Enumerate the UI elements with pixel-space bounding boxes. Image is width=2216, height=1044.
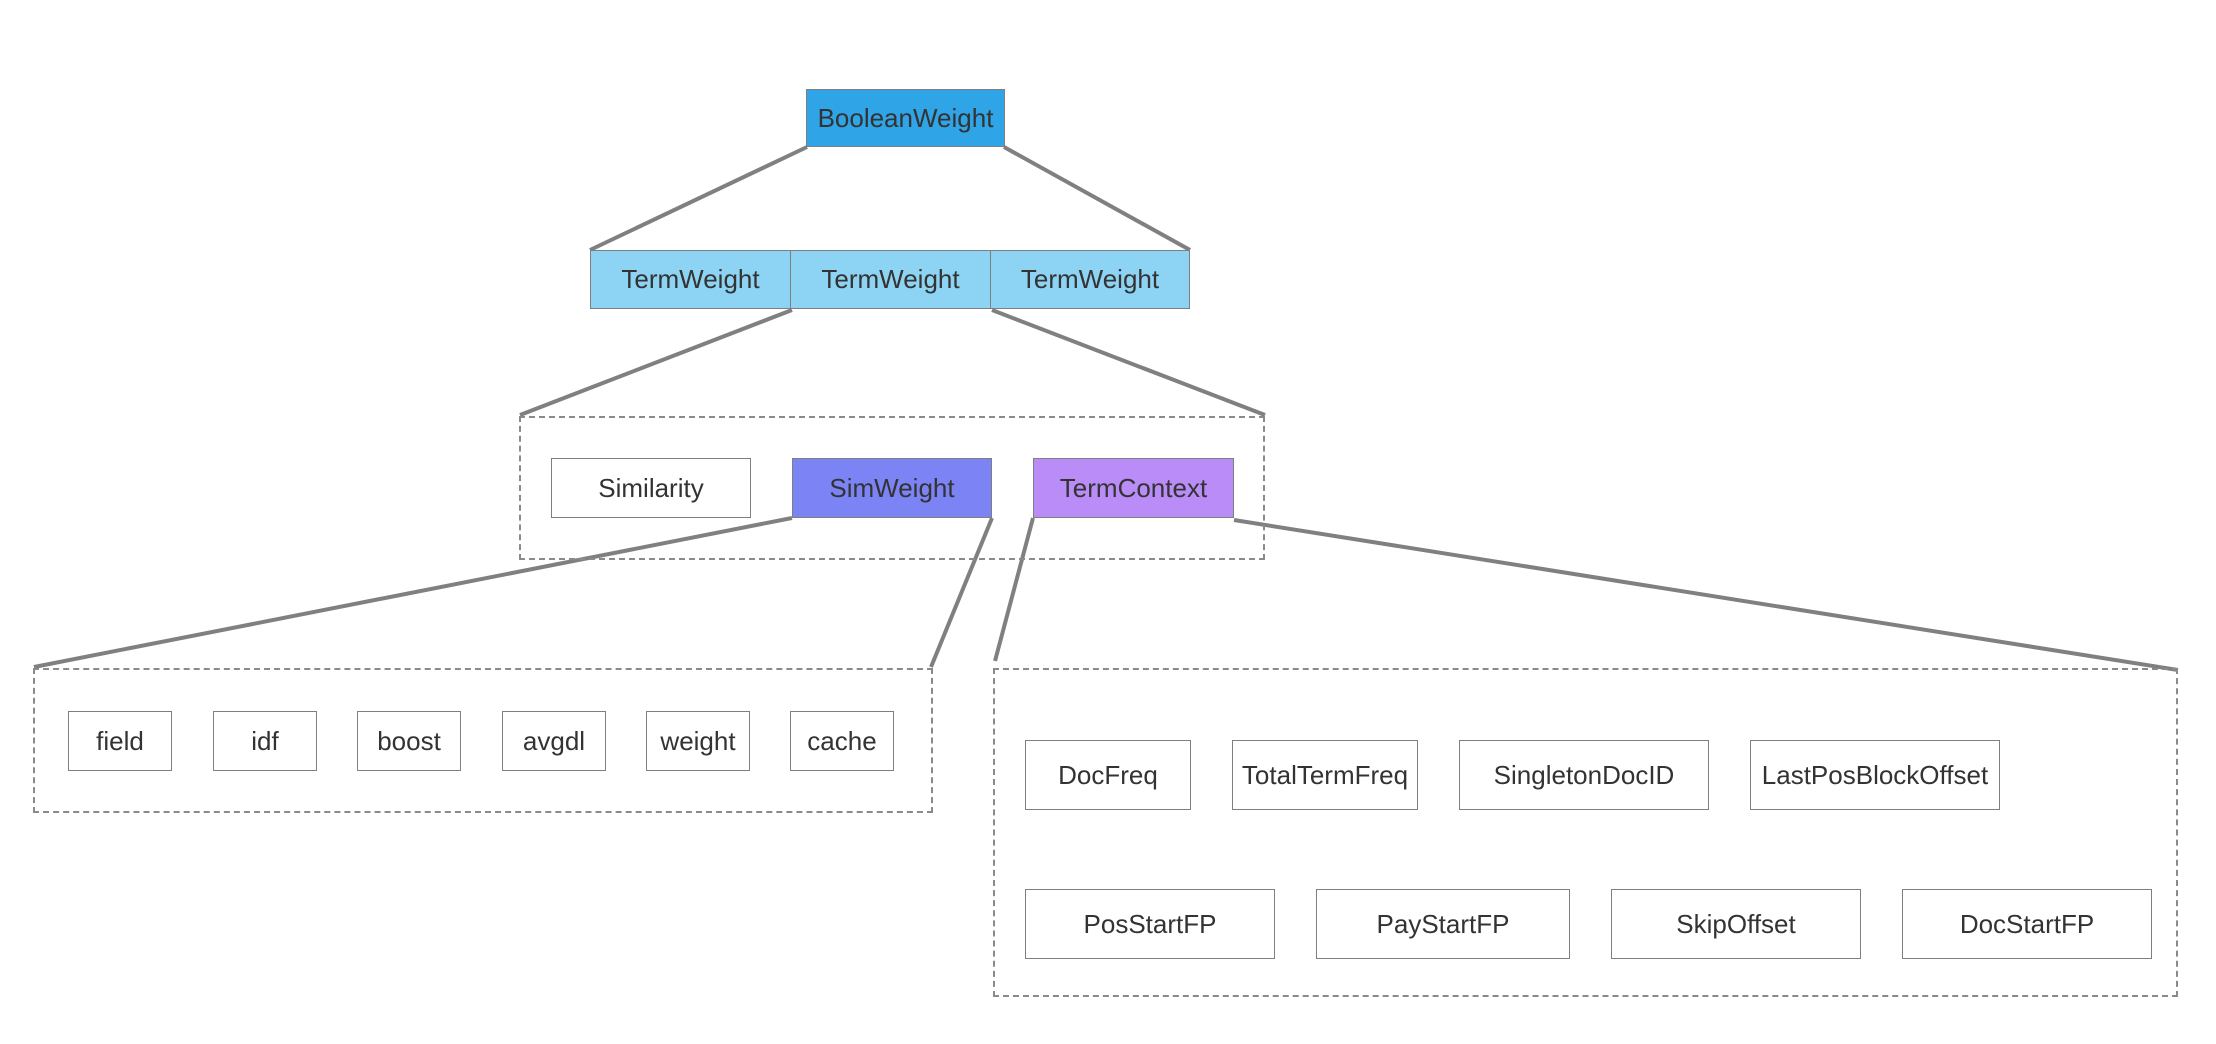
cache-node: cache	[790, 711, 894, 771]
field-node: field	[68, 711, 172, 771]
idf-node: idf	[213, 711, 317, 771]
connector-termweight-right	[991, 308, 1266, 417]
sim-weight-node: SimWeight	[792, 458, 992, 518]
boolean-weight-node: BooleanWeight	[806, 89, 1005, 147]
boost-node: boost	[357, 711, 461, 771]
term-context-node: TermContext	[1033, 458, 1234, 518]
term-weight-parts-group	[519, 416, 1265, 560]
term-weight-node-2: TermWeight	[790, 250, 991, 309]
avgdl-node: avgdl	[502, 711, 606, 771]
connector-simweight-left	[33, 516, 793, 669]
connector-simweight-right	[929, 517, 994, 668]
connector-root-left	[589, 145, 808, 252]
connector-termcontext-left	[993, 517, 1035, 662]
term-weight-node-1: TermWeight	[590, 250, 791, 309]
term-weight-node-3: TermWeight	[990, 250, 1190, 309]
connector-termcontext-right	[1233, 518, 2179, 672]
similarity-node: Similarity	[551, 458, 751, 518]
sim-weight-fields-group	[33, 668, 933, 813]
skip-offset-node: SkipOffset	[1611, 889, 1861, 959]
last-pos-block-offset-node: LastPosBlockOffset	[1750, 740, 2000, 810]
weight-node: weight	[646, 711, 750, 771]
connector-termweight-left	[519, 308, 793, 417]
singleton-doc-id-node: SingletonDocID	[1459, 740, 1709, 810]
connector-root-right	[1003, 145, 1191, 252]
pay-start-fp-node: PayStartFP	[1316, 889, 1570, 959]
doc-freq-node: DocFreq	[1025, 740, 1191, 810]
total-term-freq-node: TotalTermFreq	[1232, 740, 1418, 810]
doc-start-fp-node: DocStartFP	[1902, 889, 2152, 959]
pos-start-fp-node: PosStartFP	[1025, 889, 1275, 959]
term-context-fields-group	[993, 668, 2178, 997]
